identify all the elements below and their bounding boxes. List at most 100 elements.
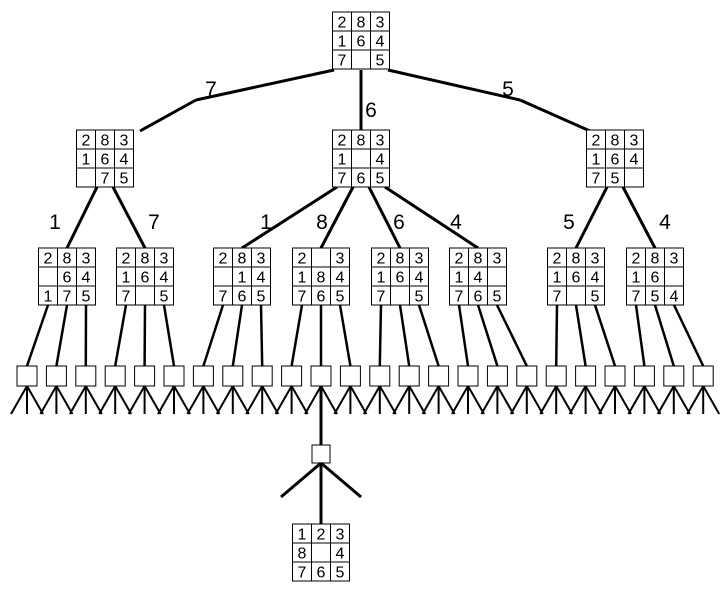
fanout-edge [627,385,646,415]
puzzle-frame [626,247,684,306]
tile-number: 2 [219,251,228,268]
tile-number: 8 [572,251,581,268]
puzzle-frame [292,247,350,306]
edge-cost-label: 7 [205,78,217,101]
tree-edge [139,98,197,133]
tile-number: 1 [298,270,307,287]
tree-edge [634,304,646,367]
tree-edge [554,304,559,367]
fanout-edge [173,385,191,415]
tile-number: 8 [317,270,326,287]
tile-number: 8 [63,251,72,268]
fanout-edge [378,385,397,415]
fanout-edge [686,385,705,415]
tile-number: 8 [396,251,405,268]
fanout-edge [333,385,352,415]
tile-number: 8 [611,133,620,150]
tile-number: 5 [493,289,502,306]
tree-edge [574,186,609,249]
tile-number: 6 [357,171,366,188]
tree-edge [320,461,362,499]
tree-edge [338,304,352,367]
tree-edge [65,186,99,249]
tree-edge [384,185,479,250]
tile-number: 8 [101,133,110,150]
tile-number: 6 [396,270,405,287]
unexpanded-node [692,365,714,387]
tree-edge [231,304,244,367]
edge-cost-label: 1 [49,211,61,234]
tile-number: 7 [101,171,110,188]
fanout-edge [525,385,544,415]
tile-number: 2 [82,133,91,150]
tree-edge [111,186,147,249]
tile-number: 7 [298,289,307,306]
tile-number: 1 [82,152,91,169]
puzzle-frame [332,129,390,188]
fanout-edge [39,385,58,415]
fanout-edge [215,385,234,415]
tile-number: 6 [611,152,620,169]
tile-number: 3 [82,251,91,268]
tile-number: 6 [572,270,581,287]
tile-number: 3 [670,251,679,268]
tile-number: 7 [338,53,347,70]
tile-number: 3 [336,251,345,268]
tile-number: 6 [474,289,483,306]
tile-number: 5 [376,171,385,188]
tile-number: 7 [338,171,347,188]
tile-number: 7 [455,289,464,306]
tree-edge [495,304,528,367]
tree-edge [457,304,470,367]
tile-number: 8 [357,133,366,150]
unexpanded-node [486,365,508,387]
fanout-edge [539,385,558,415]
puzzle-frame [292,523,350,582]
tree-edge [367,186,402,249]
fanout-edge [702,385,721,415]
tile-number: 1 [338,152,347,169]
tile-number: 7 [63,289,72,306]
tree-edge [195,68,335,102]
unexpanded-node [163,365,185,387]
tile-number: 4 [591,270,600,287]
fanout-edge [304,385,322,415]
tile-number: 1 [592,152,601,169]
edge-cost-label: 5 [502,78,514,101]
tile-number: 8 [298,546,307,563]
tree-edge [202,304,225,367]
tree-edge [621,186,657,249]
tile-number: 2 [632,251,641,268]
tile-number: 5 [160,289,169,306]
tile-number: 4 [474,270,483,287]
tile-number: 2 [298,251,307,268]
unexpanded-node [457,365,479,387]
fanout-edge [672,385,691,415]
tile-number: 1 [238,270,247,287]
puzzle-frame [449,247,507,306]
unexpanded-node [310,365,332,387]
tile-number: 3 [376,133,385,150]
puzzle-frame [213,247,271,306]
tile-number: 6 [141,270,150,287]
edge-cost-label: 7 [148,211,160,234]
tile-number: 2 [338,133,347,150]
unexpanded-node [575,365,597,387]
fanout-edge [467,385,485,415]
fanout-edge [451,385,469,415]
fanout-edge [127,385,146,415]
fanout-edge [437,385,456,415]
unexpanded-node [398,365,420,387]
edge-cost-label: 8 [316,211,328,234]
fanout-edge [274,385,293,415]
fanout-edge [186,385,205,415]
fanout-edge [584,385,603,415]
tile-number: 5 [415,289,424,306]
tile-number: 3 [493,251,502,268]
tile-number: 3 [415,251,424,268]
